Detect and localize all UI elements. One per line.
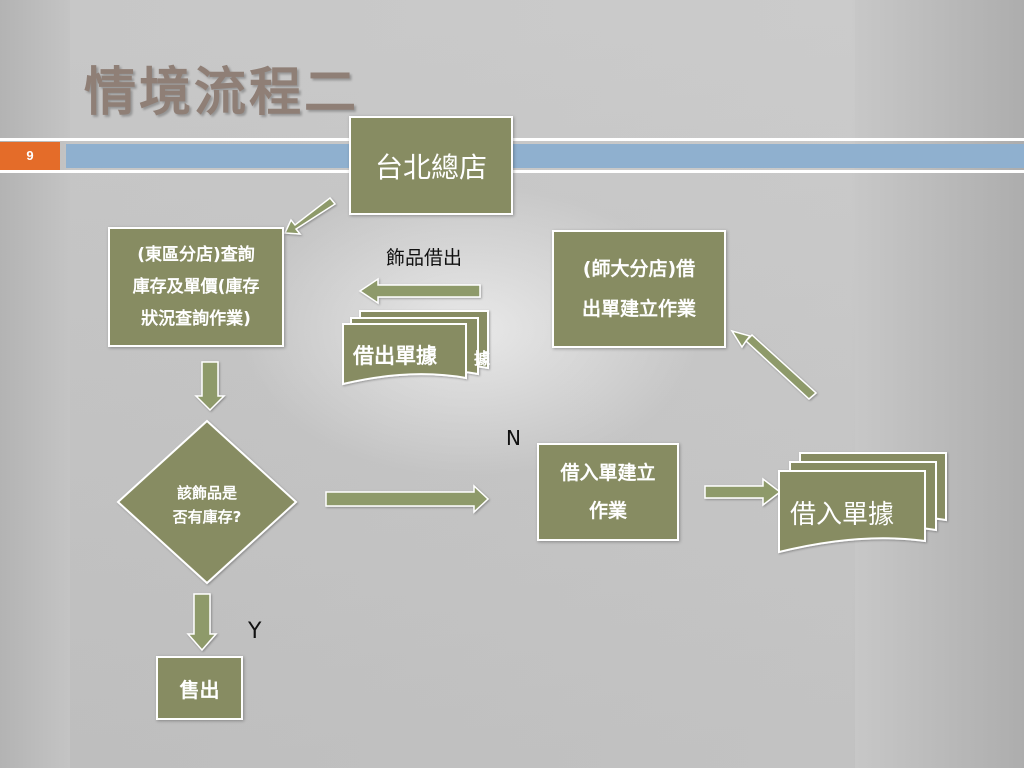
borrow-out-doc-stack bbox=[342, 310, 489, 386]
arrow-decision-to-borrow-in bbox=[325, 484, 490, 514]
label-yes: Y bbox=[248, 619, 262, 644]
node-taipei-hq: 台北總店 bbox=[349, 116, 513, 215]
node-borrow-in-create-label: 借入單建立 作業 bbox=[560, 462, 656, 522]
decision-label: 該飾品是 否有庫存? bbox=[172, 484, 242, 526]
arrow-lend-out bbox=[358, 277, 481, 305]
label-jewelry-lend-out: 飾品借出 bbox=[386, 247, 463, 269]
node-east-branch-query-label: (東區分店)查詢 庫存及單價(庫存 狀況查詢作業) bbox=[132, 245, 260, 329]
slide-title: 情境流程二 bbox=[84, 63, 360, 123]
node-shida-branch-create: (師大分店)借 出單建立作業 bbox=[552, 230, 726, 348]
arrow-doc-to-shida bbox=[730, 329, 818, 401]
node-sell-label: 售出 bbox=[179, 677, 220, 702]
node-sell: 售出 bbox=[156, 656, 243, 720]
header-band bbox=[66, 144, 1024, 168]
label-no: N bbox=[506, 426, 521, 450]
borrow-in-doc-stack bbox=[778, 452, 947, 554]
node-shida-branch-create-label: (師大分店)借 出單建立作業 bbox=[581, 258, 696, 320]
decision-diamond bbox=[116, 419, 298, 585]
arrow-hq-to-east bbox=[283, 196, 337, 235]
node-taipei-hq-label: 台北總店 bbox=[374, 150, 487, 184]
node-borrow-in-create: 借入單建立 作業 bbox=[537, 443, 679, 541]
borrow-out-doc-label: 借出單據 bbox=[353, 344, 437, 368]
arrow-query-to-decision bbox=[194, 361, 226, 412]
node-east-branch-query: (東區分店)查詢 庫存及單價(庫存 狀況查詢作業) bbox=[108, 227, 284, 347]
borrow-out-doc-peek-label: 據 bbox=[474, 349, 491, 368]
borrow-in-doc-label: 借入單據 bbox=[790, 500, 895, 530]
slide-number: 9 bbox=[0, 142, 60, 170]
arrow-decision-to-sell bbox=[186, 593, 218, 652]
arrow-borrow-in-to-doc bbox=[704, 477, 782, 507]
